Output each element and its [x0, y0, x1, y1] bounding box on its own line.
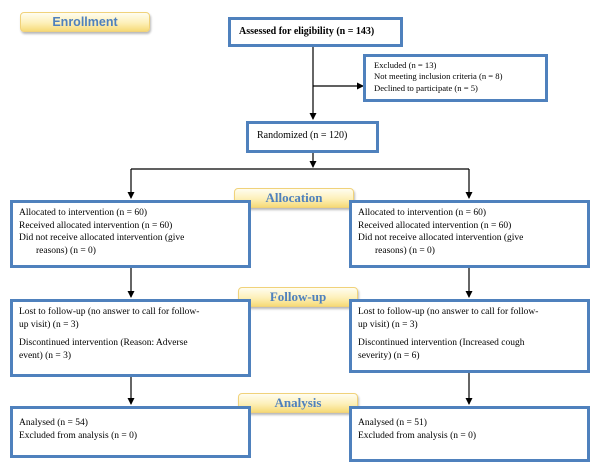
lost-followup-left-cont: up visit) (n = 3): [19, 319, 79, 330]
excluded-total: Excluded (n = 13): [374, 60, 437, 70]
lost-followup-right-cont: up visit) (n = 3): [358, 319, 418, 330]
discontinued-right-cont: severity) (n = 6): [358, 350, 420, 361]
randomized-text: Randomized (n = 120): [257, 130, 348, 141]
received-right: Received allocated intervention (n = 60): [358, 220, 512, 231]
analysis-right-box: Analysed (n = 51) Excluded from analysis…: [349, 406, 590, 462]
randomized-box: Randomized (n = 120): [246, 121, 379, 153]
excluded-analysis-right: Excluded from analysis (n = 0): [358, 430, 477, 441]
discontinued-left-cont: event) (n = 3): [19, 350, 72, 361]
excluded-analysis-left: Excluded from analysis (n = 0): [19, 430, 138, 441]
allocation-right-box: Allocated to intervention (n = 60) Recei…: [349, 200, 590, 268]
enrollment-label: Enrollment: [20, 12, 150, 32]
analysis-label: Analysis: [238, 393, 358, 413]
excluded-declined: Declined to participate (n = 5): [374, 82, 478, 93]
allocation-left-box: Allocated to intervention (n = 60) Recei…: [10, 200, 251, 268]
discontinued-right: Discontinued intervention (Increased cou…: [358, 338, 525, 349]
not-received-right: Did not receive allocated intervention (…: [358, 233, 524, 244]
allocated-left: Allocated to intervention (n = 60): [19, 208, 148, 218]
not-received-reasons-right: reasons) (n = 0): [375, 245, 435, 256]
allocated-right: Allocated to intervention (n = 60): [358, 208, 487, 218]
analysis-left-box: Analysed (n = 54) Excluded from analysis…: [10, 406, 251, 458]
assessed-text: Assessed for eligibility (n = 143): [239, 26, 375, 37]
assessed-box: Assessed for eligibility (n = 143): [228, 17, 403, 47]
not-received-reasons-left: reasons) (n = 0): [36, 245, 96, 256]
discontinued-left: Discontinued intervention (Reason: Adver…: [19, 338, 188, 349]
allocation-label: Allocation: [234, 188, 354, 208]
not-received-left: Did not receive allocated intervention (…: [19, 233, 185, 244]
followup-label: Follow-up: [238, 287, 358, 307]
lost-followup-right: Lost to follow-up (no answer to call for…: [358, 307, 539, 317]
followup-right-box: Lost to follow-up (no answer to call for…: [349, 299, 590, 373]
followup-left-box: Lost to follow-up (no answer to call for…: [10, 299, 251, 377]
excluded-box: Excluded (n = 13) Not meeting inclusion …: [363, 54, 548, 102]
analysed-right: Analysed (n = 51): [358, 418, 427, 428]
excluded-not-meeting: Not meeting inclusion criteria (n = 8): [374, 71, 503, 82]
analysed-left: Analysed (n = 54): [19, 418, 88, 428]
lost-followup-left: Lost to follow-up (no answer to call for…: [19, 307, 200, 317]
received-left: Received allocated intervention (n = 60): [19, 220, 173, 231]
